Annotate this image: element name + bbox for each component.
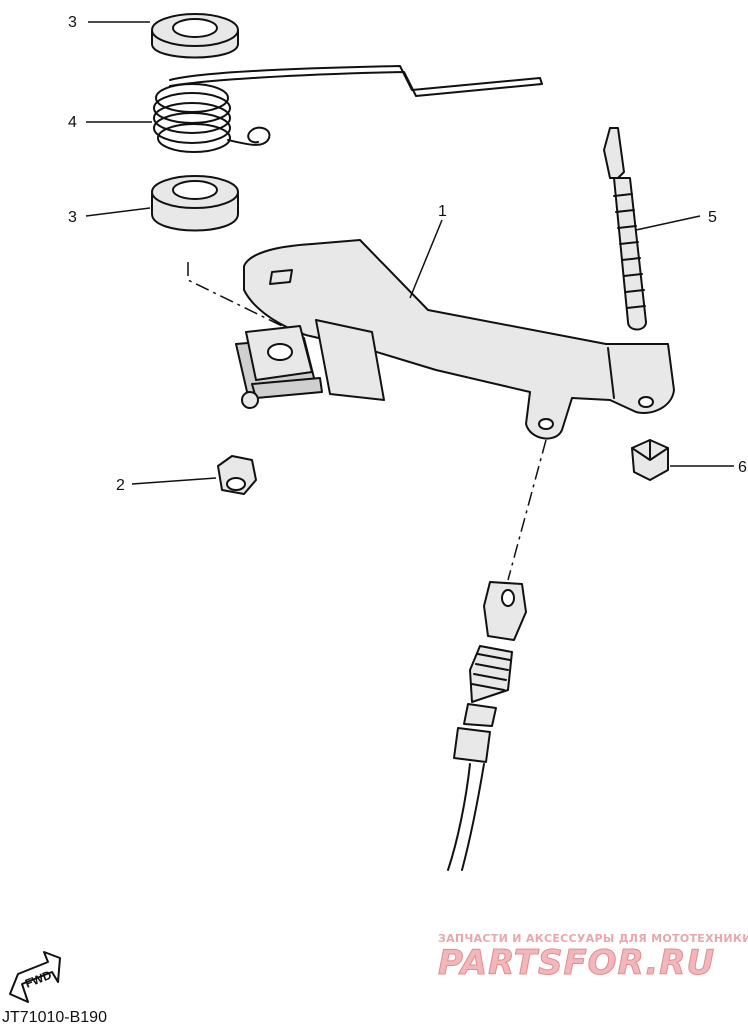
callout-1: 1 bbox=[438, 203, 447, 220]
callout-3-lower: 3 bbox=[68, 209, 77, 226]
part-6-cap-nut[interactable] bbox=[631, 439, 669, 481]
callout-4: 4 bbox=[68, 114, 77, 131]
fwd-arrow-icon: FWD bbox=[9, 951, 61, 1003]
watermark: ЗАПЧАСТИ И АКСЕССУАРЫ ДЛЯ МОТОТЕХНИКИ PA… bbox=[438, 932, 748, 984]
callout-5: 5 bbox=[708, 209, 717, 226]
watermark-logo: PARTSFOR.RU bbox=[438, 943, 715, 983]
part-3-lower-bushing[interactable] bbox=[151, 175, 239, 232]
callout-6: 6 bbox=[738, 459, 747, 476]
part-5-adjusting-bolt[interactable] bbox=[603, 127, 647, 331]
watermark-tagline: ЗАПЧАСТИ И АКСЕССУАРЫ ДЛЯ МОТОТЕХНИКИ bbox=[438, 932, 748, 945]
callout-2: 2 bbox=[116, 477, 125, 494]
part-4-spring[interactable] bbox=[153, 65, 543, 153]
part-1-lever-bracket[interactable] bbox=[235, 239, 675, 440]
part-3-top-bushing[interactable] bbox=[151, 13, 239, 59]
assembly-lines bbox=[187, 262, 547, 581]
leader-lines bbox=[85, 21, 734, 485]
diagram-code: JT71010-B190 bbox=[2, 1009, 107, 1024]
part-2-nut[interactable] bbox=[217, 455, 257, 495]
throttle-cable[interactable] bbox=[447, 581, 527, 871]
callout-3-top: 3 bbox=[68, 14, 77, 31]
